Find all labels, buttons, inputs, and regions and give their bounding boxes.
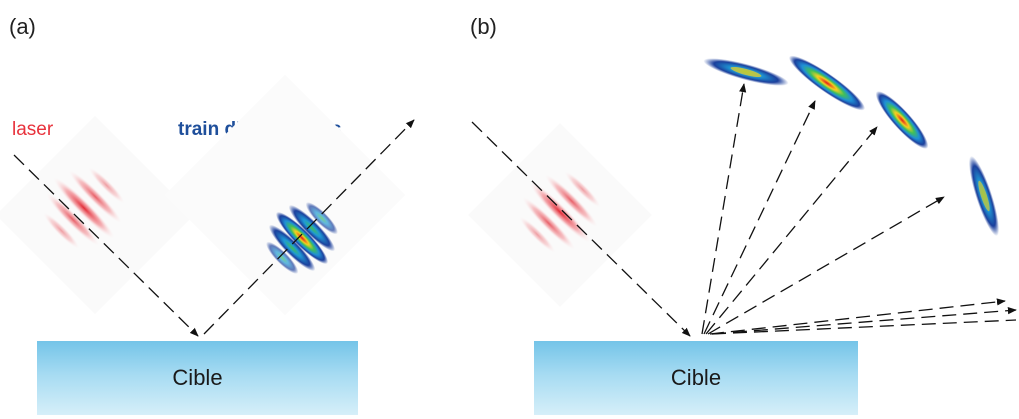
attosecond-pulse-3 — [875, 91, 929, 149]
laser-label: laser — [12, 119, 54, 140]
laser-pulse-a — [42, 166, 126, 250]
emitted-ray-4 — [707, 196, 945, 335]
emitted-ray-2 — [703, 100, 816, 335]
incident-ray-b — [471, 121, 691, 337]
emitted-ray-1 — [701, 83, 747, 335]
target-label-b: Cible — [670, 365, 722, 390]
attosecond-pulse-1 — [703, 58, 789, 86]
attosecond-pulse-4 — [968, 155, 1000, 237]
reflected-ray-a — [203, 119, 415, 335]
panel-b-label: (b) — [470, 14, 497, 39]
emitted-ray-5 — [709, 298, 1006, 335]
emitted-ray-7 — [711, 319, 1017, 335]
laser-pulse-b — [518, 170, 602, 254]
train-wavepacket-background — [164, 74, 406, 316]
emitted-ray-6 — [711, 307, 1017, 335]
emitted-ray-3 — [705, 126, 878, 335]
attosecond-pulse-2 — [788, 55, 866, 111]
target-block-a: Cible — [37, 341, 358, 415]
target-block-b: Cible — [534, 341, 858, 415]
target-label-a: Cible — [172, 365, 223, 390]
attosecond-pulse-train — [266, 202, 338, 274]
panel-a-label: (a) — [9, 14, 36, 39]
incident-ray-a — [13, 154, 199, 337]
